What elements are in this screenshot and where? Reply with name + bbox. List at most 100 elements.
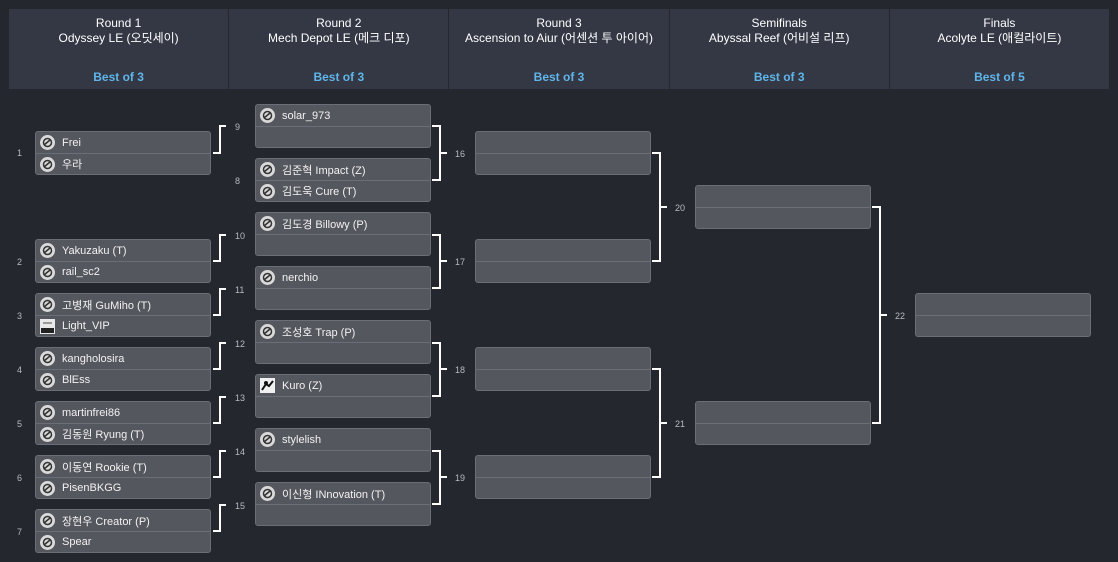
player-slot[interactable]: 김도욱 Cure (T) bbox=[256, 180, 430, 201]
match-card[interactable]: martinfrei86 김동원 Ryung (T) bbox=[35, 401, 211, 445]
player-slot-empty[interactable] bbox=[696, 207, 870, 228]
round-label: Round 2 bbox=[316, 16, 362, 30]
player-slot-empty[interactable] bbox=[696, 402, 870, 423]
player-slot[interactable]: 이동연 Rookie (T) bbox=[36, 456, 210, 477]
sc-logo-icon bbox=[40, 156, 55, 172]
player-name: Yakuzaku (T) bbox=[62, 244, 127, 257]
player-slot[interactable]: PisenBKGG bbox=[36, 477, 210, 498]
match-card[interactable]: Frei 우라 bbox=[35, 131, 211, 175]
sc-logo-icon bbox=[260, 162, 275, 177]
match-card[interactable]: 김준혁 Impact (Z) 김도욱 Cure (T) bbox=[255, 158, 431, 202]
match-card[interactable] bbox=[915, 293, 1091, 337]
match-number: 19 bbox=[455, 473, 466, 483]
player-slot[interactable]: Yakuzaku (T) bbox=[36, 240, 210, 261]
player-slot[interactable]: 고병재 GuMiho (T) bbox=[36, 294, 210, 315]
sc-logo-icon bbox=[40, 513, 55, 528]
player-name: BlEss bbox=[62, 374, 91, 386]
match-card[interactable]: Yakuzaku (T) rail_sc2 bbox=[35, 239, 211, 283]
player-slot-empty[interactable] bbox=[256, 288, 430, 309]
player-slot-empty[interactable] bbox=[696, 423, 870, 444]
player-slot[interactable]: 이신형 INnovation (T) bbox=[256, 483, 430, 504]
player-slot-empty[interactable] bbox=[476, 456, 650, 477]
player-slot-empty[interactable] bbox=[916, 294, 1090, 315]
sc-logo-icon bbox=[260, 216, 275, 231]
round-label: Semifinals bbox=[751, 16, 807, 30]
sc-logo-icon bbox=[40, 135, 55, 150]
match-card[interactable]: 고병재 GuMiho (T) Light_VIP bbox=[35, 293, 211, 337]
player-slot[interactable]: stylelish bbox=[256, 429, 430, 450]
match-number: 21 bbox=[675, 419, 686, 429]
player-name: kangholosira bbox=[62, 352, 125, 365]
match-number: 18 bbox=[455, 365, 466, 375]
match-number: 4 bbox=[17, 365, 23, 375]
player-slot[interactable]: Light_VIP bbox=[36, 315, 210, 336]
player-slot-empty[interactable] bbox=[476, 240, 650, 261]
match-card[interactable]: 이동연 Rookie (T) PisenBKGG bbox=[35, 455, 211, 499]
round-map: Acolyte LE (애컬라이트) bbox=[937, 31, 1062, 45]
match-number: 3 bbox=[17, 311, 23, 321]
match-card[interactable]: kangholosira BlEss bbox=[35, 347, 211, 391]
player-slot-empty[interactable] bbox=[256, 234, 430, 255]
player-slot[interactable]: martinfrei86 bbox=[36, 402, 210, 423]
player-slot[interactable]: Frei bbox=[36, 132, 210, 153]
player-slot[interactable]: rail_sc2 bbox=[36, 261, 210, 282]
player-name: solar_973 bbox=[282, 109, 331, 122]
player-slot[interactable]: 김도경 Billowy (P) bbox=[256, 213, 430, 234]
sc-logo-icon bbox=[40, 351, 55, 366]
player-slot[interactable]: 김준혁 Impact (Z) bbox=[256, 159, 430, 180]
player-name: 김동원 Ryung (T) bbox=[62, 429, 145, 441]
match-number: 2 bbox=[17, 257, 23, 267]
match-card[interactable] bbox=[475, 347, 651, 391]
player-slot[interactable]: 김동원 Ryung (T) bbox=[36, 423, 210, 444]
player-photo-icon bbox=[40, 318, 55, 334]
player-slot-empty[interactable] bbox=[476, 369, 650, 390]
match-card[interactable] bbox=[475, 131, 651, 175]
match-card[interactable]: 장현우 Creator (P) Spear bbox=[35, 509, 211, 553]
match-number: 11 bbox=[235, 285, 245, 295]
player-slot[interactable]: Kuro (Z) bbox=[256, 375, 430, 396]
player-slot-empty[interactable] bbox=[256, 126, 430, 147]
match-card[interactable]: 조성호 Trap (P) bbox=[255, 320, 431, 364]
player-slot[interactable]: Spear bbox=[36, 531, 210, 552]
match-card[interactable]: Kuro (Z) bbox=[255, 374, 431, 418]
player-slot[interactable]: 장현우 Creator (P) bbox=[36, 510, 210, 531]
player-slot-empty[interactable] bbox=[476, 153, 650, 174]
player-name: Frei bbox=[62, 136, 81, 149]
player-name: 이동연 Rookie (T) bbox=[62, 461, 147, 474]
player-slot-empty[interactable] bbox=[916, 315, 1090, 336]
player-slot[interactable]: solar_973 bbox=[256, 105, 430, 126]
player-slot[interactable]: kangholosira bbox=[36, 348, 210, 369]
match-card[interactable]: stylelish bbox=[255, 428, 431, 472]
player-slot[interactable]: 조성호 Trap (P) bbox=[256, 321, 430, 342]
player-slot-empty[interactable] bbox=[476, 348, 650, 369]
match-card[interactable]: 김도경 Billowy (P) bbox=[255, 212, 431, 256]
round-map: Ascension to Aiur (어센션 투 아이어) bbox=[465, 31, 653, 45]
player-slot-empty[interactable] bbox=[256, 342, 430, 363]
match-card[interactable]: nerchio bbox=[255, 266, 431, 310]
sc-logo-icon bbox=[260, 432, 275, 447]
round-best-of: Best of 3 bbox=[533, 70, 585, 84]
player-slot-empty[interactable] bbox=[476, 261, 650, 282]
player-slot-empty[interactable] bbox=[476, 132, 650, 153]
player-slot[interactable]: nerchio bbox=[256, 267, 430, 288]
match-number: 13 bbox=[235, 393, 246, 403]
round-label: Round 1 bbox=[95, 16, 142, 30]
player-name: stylelish bbox=[282, 433, 322, 446]
player-slot-empty[interactable] bbox=[256, 396, 430, 417]
player-slot-empty[interactable] bbox=[256, 504, 430, 525]
sc-logo-icon bbox=[260, 486, 275, 501]
warrior-avatar-icon bbox=[260, 378, 275, 393]
match-card[interactable] bbox=[695, 401, 871, 445]
match-card[interactable] bbox=[475, 239, 651, 283]
match-card[interactable] bbox=[695, 185, 871, 229]
player-slot-empty[interactable] bbox=[696, 186, 870, 207]
player-slot-empty[interactable] bbox=[476, 477, 650, 498]
player-name: PisenBKGG bbox=[62, 482, 122, 494]
round-header-3: Round 3 Ascension to Aiur (어센션 투 아이어) Be… bbox=[449, 9, 670, 89]
player-slot-empty[interactable] bbox=[256, 450, 430, 471]
match-card[interactable]: 이신형 INnovation (T) bbox=[255, 482, 431, 526]
match-card[interactable]: solar_973 bbox=[255, 104, 431, 148]
player-slot[interactable]: BlEss bbox=[36, 369, 210, 390]
player-slot[interactable]: 우라 bbox=[36, 153, 210, 174]
match-card[interactable] bbox=[475, 455, 651, 499]
